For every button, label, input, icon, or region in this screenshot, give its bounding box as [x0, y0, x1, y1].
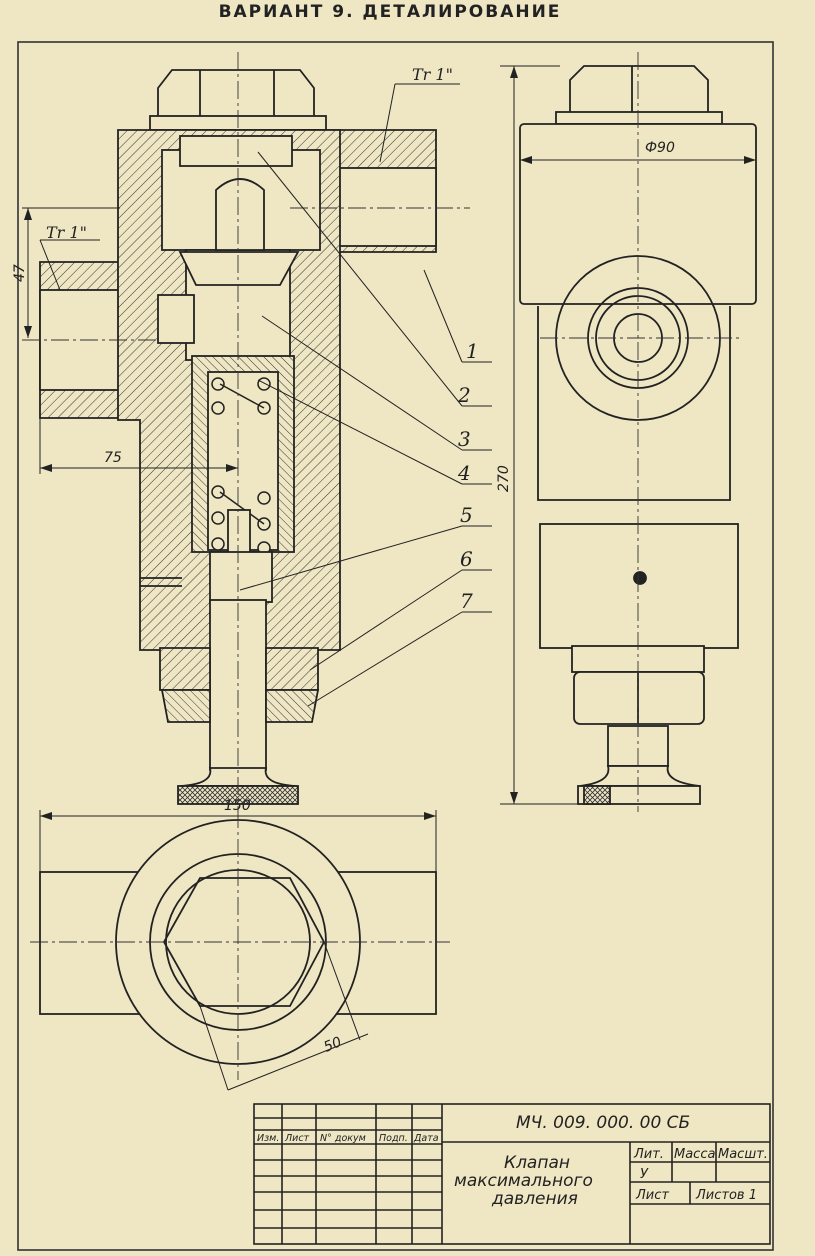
- dim-47: 47: [12, 264, 28, 282]
- tb-header-dokum: N° докум: [320, 1133, 366, 1144]
- tb-lit: Лит.: [633, 1147, 664, 1162]
- tb-sheets: Листов 1: [695, 1188, 757, 1203]
- tb-name-line-2: максимального: [454, 1171, 593, 1191]
- dim-phi90: Ф90: [645, 140, 675, 156]
- part-number-1: 1: [466, 339, 479, 363]
- tb-lit-value: У: [640, 1167, 649, 1182]
- dim-75: 75: [104, 450, 122, 466]
- page-title: ВАРИАНТ 9. ДЕТАЛИРОВАНИЕ: [218, 2, 562, 22]
- cap-nut: [157, 69, 315, 119]
- side-hex-nut: [573, 671, 705, 725]
- tb-designation: МЧ. 009. 000. 00 СБ: [516, 1113, 690, 1133]
- tb-header-data: Дата: [413, 1133, 439, 1144]
- tb-mass: Масса: [674, 1147, 715, 1162]
- tb-header-izm: Изм.: [257, 1133, 279, 1144]
- valve-stem: [215, 178, 265, 251]
- side-cap-nut: [569, 65, 709, 119]
- tb-header-list: Лист: [284, 1133, 310, 1144]
- dim-270: 270: [496, 465, 512, 492]
- side-view: [519, 65, 757, 805]
- part-number-6: 6: [460, 547, 473, 571]
- part-number-3: 3: [458, 427, 471, 451]
- dim-150: 150: [224, 798, 251, 814]
- side-body-bottom: [539, 523, 739, 649]
- thread-label-top: Tr 1": [412, 65, 453, 84]
- tb-name-line-1: Клапан: [504, 1153, 570, 1173]
- thread-label-left: Tr 1": [46, 223, 87, 242]
- gland-nut-6: [159, 647, 211, 691]
- part-number-5: 5: [460, 503, 473, 527]
- title-block: [253, 1103, 771, 1245]
- tb-header-podp: Подп.: [379, 1133, 408, 1144]
- gland-nut-7: [160, 689, 211, 723]
- tb-name-line-3: давления: [491, 1189, 578, 1209]
- tb-scale: Масшт.: [718, 1147, 768, 1162]
- part-number-7: 7: [460, 589, 473, 613]
- part-number-4: 4: [457, 461, 471, 485]
- sheet-frame: [17, 41, 774, 1251]
- spindle: [209, 551, 273, 603]
- tb-sheet: Лист: [635, 1188, 669, 1203]
- part-number-2: 2: [457, 383, 471, 407]
- dim-50: 50: [322, 1034, 345, 1056]
- spring: [211, 377, 271, 555]
- valve-poppet: [178, 251, 300, 286]
